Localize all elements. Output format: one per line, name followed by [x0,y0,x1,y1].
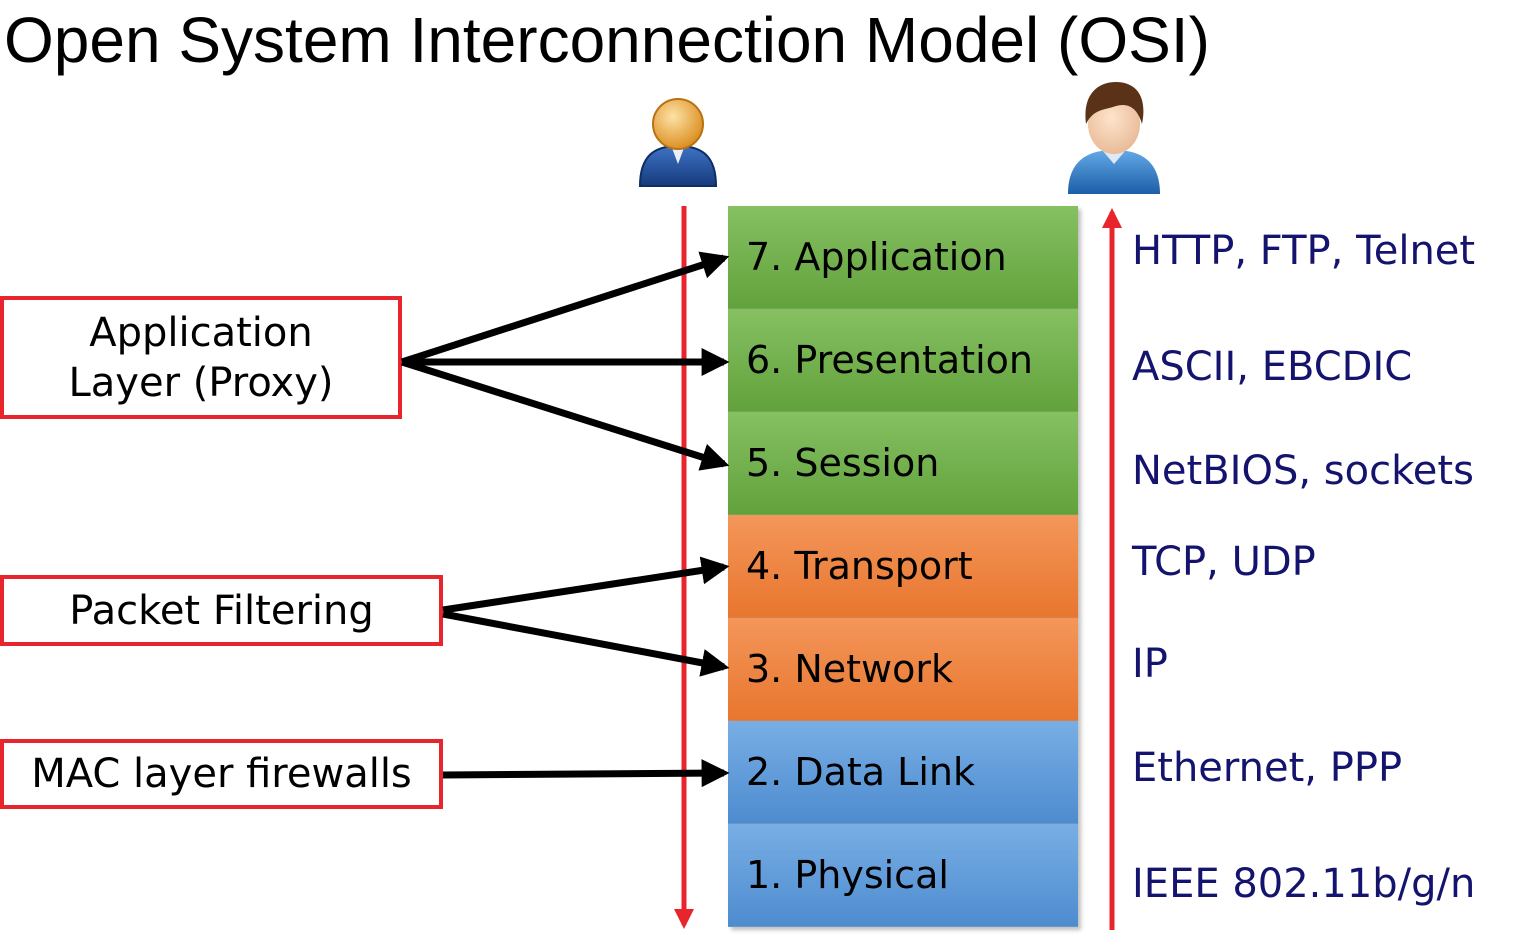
packet-filter-to-transport-arrow [442,556,730,614]
layer-session: 5. Session [728,412,1078,515]
protocols-transport: TCP, UDP [1132,539,1316,585]
sender-user-icon [638,98,718,187]
layer-label: 6. Presentation [746,338,1033,382]
firewall-label: Packet Filtering [69,587,374,634]
protocols-physical: IEEE 802.11b/g/n [1132,861,1476,907]
layer-label: 2. Data Link [746,750,975,794]
layer-transport: 4. Transport [728,515,1078,618]
firewall-label-line2: Layer (Proxy) [68,359,334,406]
layer-label: 5. Session [746,441,940,485]
protocols-session: NetBIOS, sockets [1132,448,1474,494]
firewall-label-line1: Application [89,309,313,356]
layer-network: 3. Network [728,618,1078,721]
layer-physical: 1. Physical [728,824,1078,927]
page-title: Open System Interconnection Model (OSI) [4,4,1210,76]
firewall-label: MAC layer firewalls [31,751,412,797]
layer-application: 7. Application [728,206,1078,309]
protocols-presentation: ASCII, EBCDIC [1132,344,1413,390]
layer-label: 1. Physical [746,853,949,897]
proxy-to-application-arrow [400,251,730,366]
mac-to-data-link-arrow [442,759,730,788]
layer-data-link: 2. Data Link [728,721,1078,824]
protocols-data-link: Ethernet, PPP [1132,745,1403,791]
packet-filter-to-network-arrow [442,610,730,677]
firewall-mac-layer: MAC layer firewalls [0,739,443,809]
layer-label: 7. Application [746,235,1007,279]
receiver-user-icon [1068,82,1160,194]
protocols-network: IP [1132,641,1168,687]
layer-label: 3. Network [746,647,953,691]
protocols-application: HTTP, FTP, Telnet [1132,228,1476,274]
layer-label: 4. Transport [746,544,973,588]
layer-presentation: 6. Presentation [728,309,1078,412]
firewall-packet-filtering: Packet Filtering [0,575,443,646]
proxy-to-session-arrow [400,358,730,471]
